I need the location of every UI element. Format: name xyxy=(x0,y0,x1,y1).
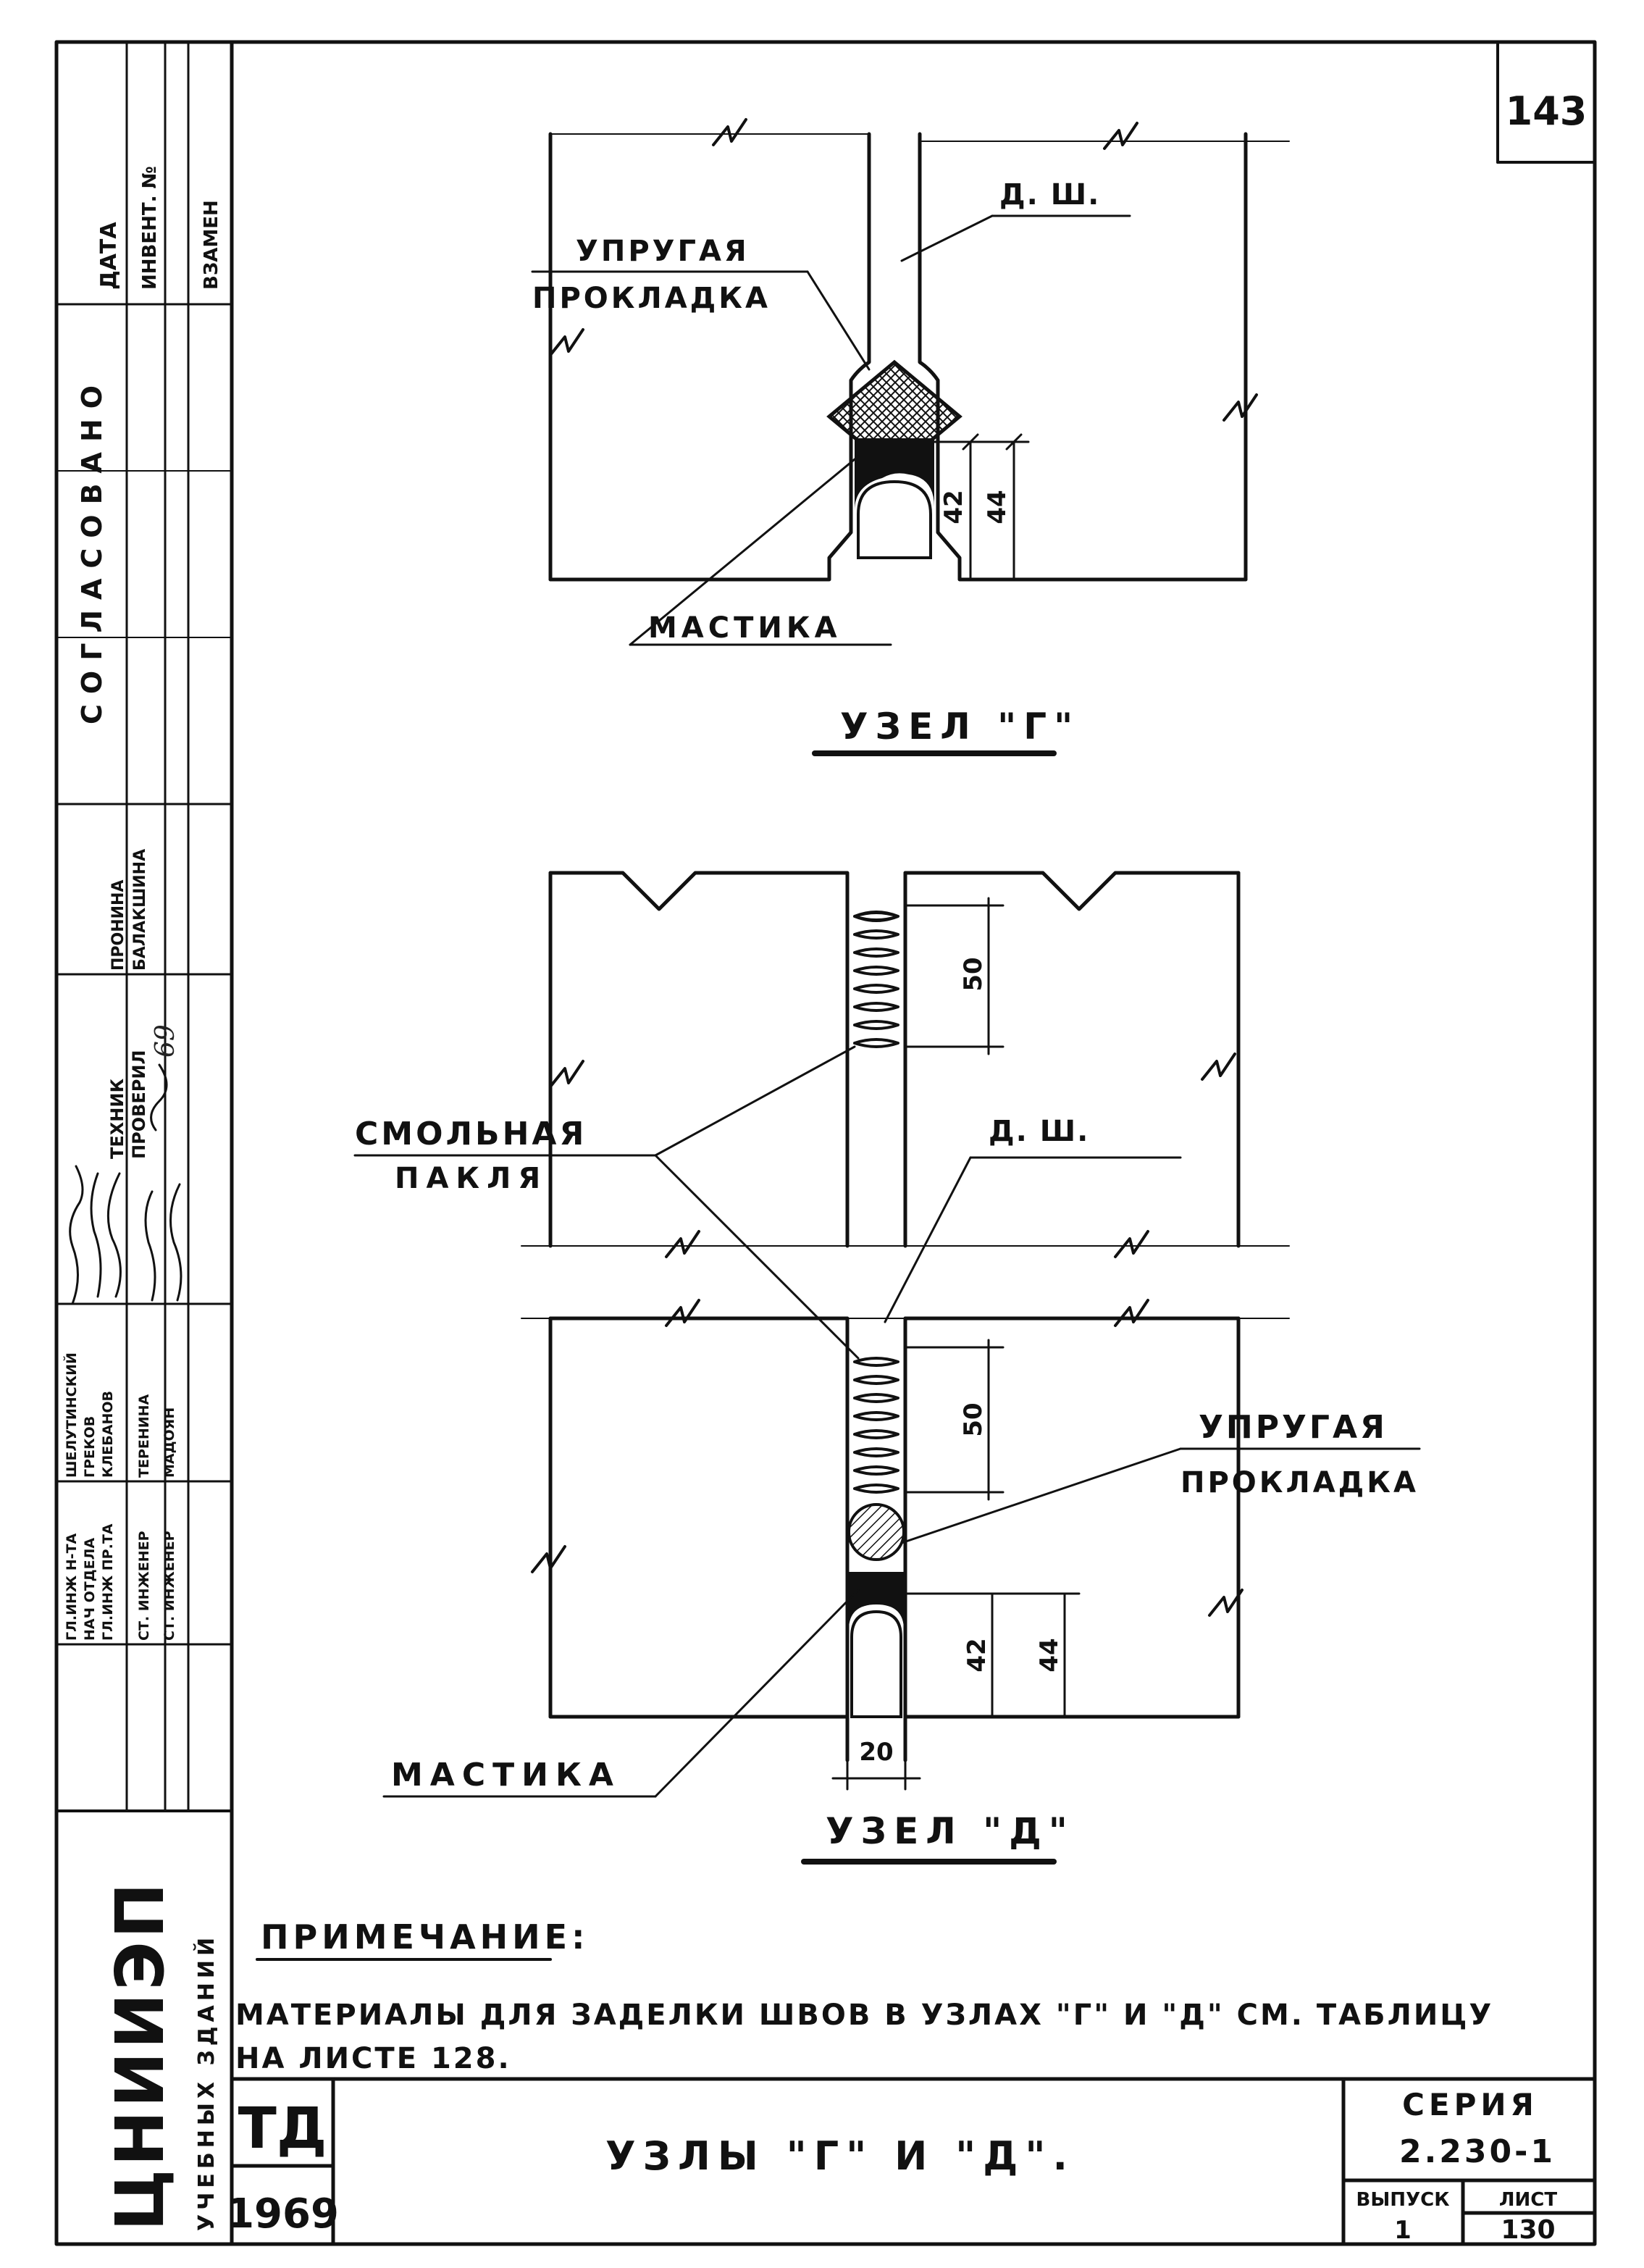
detail-d-mastic xyxy=(849,1572,904,1630)
stamp-extra-role-2: ПРОВЕРИЛ xyxy=(129,1050,149,1159)
stamp-institute: ЦНИИЭП xyxy=(101,1880,179,2231)
detail-g-mastic xyxy=(855,438,934,511)
side-stamp: ДАТА ИНВЕНТ. № ВЗАМЕН СОГЛАСОВАНО ТЕХНИК… xyxy=(55,41,233,2231)
title-block-series-label: СЕРИЯ xyxy=(1402,2087,1538,2122)
detail-d-dim-50a: 50 xyxy=(959,957,988,991)
title-block-issue-value: 1 xyxy=(1394,2216,1412,2245)
detail-d-dim-42: 42 xyxy=(963,1638,991,1672)
stamp-extra-name-1: ПРОНИНА xyxy=(109,879,127,971)
stamp-approved: СОГЛАСОВАНО xyxy=(76,375,108,724)
detail-g: 42 44 УПРУГАЯ ПРОКЛАДКА Д. Ш. МАСТИКА УЗ… xyxy=(531,118,1290,756)
detail-d-tow-upper xyxy=(853,911,899,1048)
detail-d-tow-lower xyxy=(853,1357,899,1494)
detail-d-label-mastic: МАСТИКА xyxy=(391,1757,621,1794)
detail-g-label-mastic: МАСТИКА xyxy=(648,611,842,645)
note-line-2: НА ЛИСТЕ 128. xyxy=(235,2042,511,2075)
stamp-header-replace: ВЗАМЕН xyxy=(201,200,222,290)
detail-d-label-seam: Д. Ш. xyxy=(989,1115,1089,1148)
sheet-frame xyxy=(54,40,1597,2246)
stamp-header-invent: ИНВЕНТ. № xyxy=(139,166,161,290)
detail-d-dim-44: 44 xyxy=(1035,1638,1064,1672)
detail-d-label-gasket-2: ПРОКЛАДКА xyxy=(1180,1466,1419,1499)
title-block-list-value: 130 xyxy=(1501,2215,1555,2245)
signatures xyxy=(69,1063,183,1305)
note: ПРИМЕЧАНИЕ: МАТЕРИАЛЫ ДЛЯ ЗАДЕЛКИ ШВОВ В… xyxy=(235,1917,1493,2075)
stamp-name-3: КЛЕБАНОВ xyxy=(100,1391,116,1478)
stamp-role-2: НАЧ ОТДЕЛА xyxy=(82,1538,98,1641)
title-block-list-label: ЛИСТ xyxy=(1499,2189,1557,2211)
page-number: 143 xyxy=(1506,88,1588,134)
detail-g-panels xyxy=(548,132,1248,582)
note-line-1: МАТЕРИАЛЫ ДЛЯ ЗАДЕЛКИ ШВОВ В УЗЛАХ "Г" И… xyxy=(235,1999,1493,2032)
detail-g-label-gasket-1: УПРУГАЯ xyxy=(576,235,750,268)
stamp-name-4: ТЕРЕНИНА xyxy=(136,1394,152,1478)
detail-d-break-marks xyxy=(531,1053,1244,1617)
stamp-extra-name-2: БАЛАКШИНА xyxy=(131,849,149,971)
detail-d-gasket xyxy=(847,1503,905,1561)
title-block: ТД 1969 УЗЛЫ "Г" И "Д". СЕРИЯ 2.230-1 ВЫ… xyxy=(226,2077,1597,2246)
detail-d-label-gasket-1: УПРУГАЯ xyxy=(1199,1409,1388,1446)
stamp-role-5: СТ. ИНЖЕНЕР xyxy=(162,1531,177,1641)
stamp-role-3: ГЛ.ИНЖ ПР.ТА xyxy=(100,1523,116,1641)
detail-d-leaders xyxy=(353,1045,1421,1798)
stamp-name-5: МАДОЯН xyxy=(162,1407,177,1478)
detail-g-cavity xyxy=(857,480,932,559)
detail-d: 50 50 42 44 20 СМОЛЬНАЯ ПАКЛЯ Д. Ш. УПРУ… xyxy=(353,871,1421,1865)
detail-d-label-tow-1: СМОЛЬНАЯ xyxy=(355,1116,587,1152)
detail-d-label-tow-2: ПАКЛЯ xyxy=(395,1162,548,1195)
title-block-year: 1969 xyxy=(226,2190,339,2238)
stamp-role-1: ГЛ.ИНЖ Н-ТА xyxy=(64,1533,80,1641)
title-block-sheet-title: УЗЛЫ "Г" И "Д". xyxy=(605,2133,1075,2179)
detail-d-extension-lines xyxy=(521,1245,1290,1319)
title-block-code: ТД xyxy=(238,2096,327,2162)
detail-g-title: УЗЕЛ "Г" xyxy=(840,706,1080,748)
detail-g-label-seam: Д. Ш. xyxy=(999,178,1100,212)
detail-g-extension-lines xyxy=(550,133,1290,142)
detail-d-title: УЗЕЛ "Д" xyxy=(826,1810,1075,1852)
note-heading: ПРИМЕЧАНИЕ: xyxy=(261,1917,590,1957)
title-block-series-value: 2.230-1 xyxy=(1399,2133,1556,2170)
stamp-name-2: ГРЕКОВ xyxy=(82,1416,98,1478)
stamp-institute-sub: УЧЕБНЫХ ЗДАНИЙ xyxy=(193,1933,219,2231)
stamp-role-4: СТ. ИНЖЕНЕР xyxy=(136,1531,152,1641)
stamp-extra-role-1: ТЕХНИК xyxy=(107,1079,127,1159)
detail-d-dim-50b: 50 xyxy=(959,1402,988,1436)
detail-d-cavity xyxy=(850,1610,902,1718)
detail-g-dim-42: 42 xyxy=(939,490,968,524)
stamp-header-date: ДАТА xyxy=(96,222,122,290)
detail-g-break-marks xyxy=(549,118,1258,422)
detail-g-dimensions xyxy=(933,433,1030,581)
title-block-issue-label: ВЫПУСК xyxy=(1356,2189,1450,2211)
detail-g-dim-44: 44 xyxy=(983,490,1012,524)
stamp-year-short: 69 xyxy=(151,1024,180,1058)
detail-g-leaders xyxy=(531,214,1131,646)
detail-d-dim-20: 20 xyxy=(859,1738,893,1767)
stamp-name-1: ШЕЛУТИНСКИЙ xyxy=(63,1352,80,1478)
detail-g-label-gasket-2: ПРОКЛАДКА xyxy=(532,282,771,315)
detail-d-dimensions xyxy=(831,897,1081,1791)
page-number-box: 143 xyxy=(1496,41,1596,164)
